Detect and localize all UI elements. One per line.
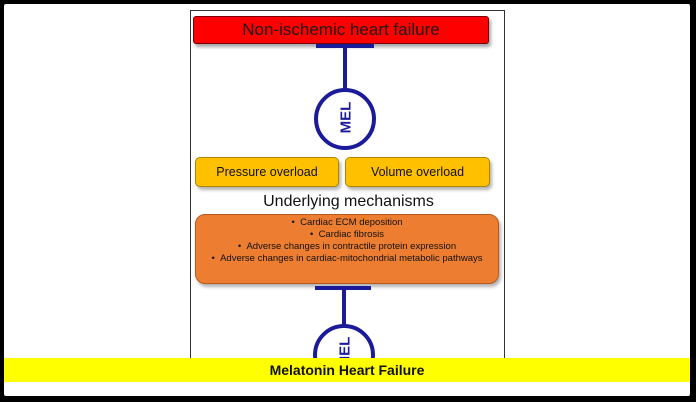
figure-panel: Non-ischemic heart failure MEL Pressure …	[190, 10, 505, 382]
mechanism-item: Adverse changes in contractile protein e…	[196, 241, 498, 253]
caption-banner: Melatonin Heart Failure	[4, 358, 690, 382]
mechanism-item: Cardiac ECM deposition	[196, 217, 498, 229]
pressure-overload-box: Pressure overload	[195, 157, 339, 187]
mechanism-item: Adverse changes in cardiac-mitochondrial…	[196, 253, 498, 265]
melatonin-inhibitor-symbol-top	[314, 44, 376, 150]
volume-overload-box: Volume overload	[345, 157, 490, 187]
non-ischemic-heart-failure-box: Non-ischemic heart failure	[193, 16, 489, 44]
mel-circle	[313, 324, 375, 381]
mechanisms-box: Cardiac ECM deposition Cardiac fibrosis …	[195, 214, 499, 284]
mechanisms-list: Cardiac ECM deposition Cardiac fibrosis …	[196, 217, 498, 265]
underlying-mechanisms-title: Underlying mechanisms	[263, 193, 434, 210]
mel-circle	[314, 88, 376, 150]
mechanism-item: Cardiac fibrosis	[196, 229, 498, 241]
melatonin-inhibitor-symbol-bottom	[313, 286, 375, 381]
